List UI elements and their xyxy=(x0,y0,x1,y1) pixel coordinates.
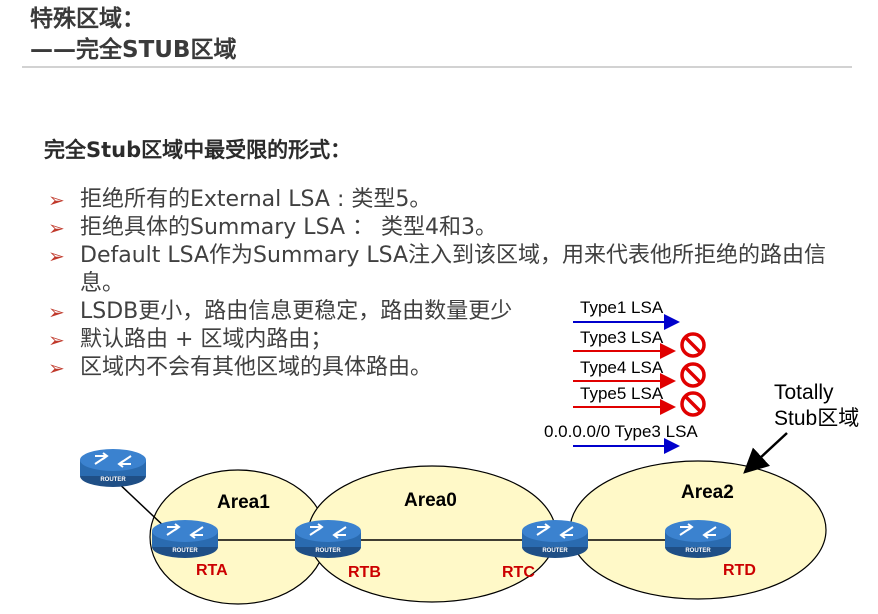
totally-stub-label: Totally Stub区域 xyxy=(774,380,859,432)
bullet-item: ➢ 拒绝所有的External LSA : 类型5。 xyxy=(48,186,828,214)
router-icon: ROUTER xyxy=(80,449,146,487)
lsa-label-type5: Type5 LSA xyxy=(580,384,664,403)
area1-label: Area1 xyxy=(217,492,270,513)
bullet-text: 拒绝所有的External LSA : 类型5。 xyxy=(80,187,432,212)
bullet-arrow-icon: ➢ xyxy=(48,300,65,324)
stub-pointer-arrow xyxy=(743,432,788,474)
bullet-text: LSDB更小，路由信息更稳定，路由数量更少 xyxy=(80,299,513,324)
area0-label: Area0 xyxy=(404,490,457,511)
bullet-arrow-icon: ➢ xyxy=(48,328,65,352)
prohibited-icon xyxy=(680,391,706,417)
router-icon-text: ROUTER xyxy=(542,548,568,554)
bullet-arrow-icon: ➢ xyxy=(48,188,65,212)
section-heading: 完全Stub区域中最受限的形式： xyxy=(44,138,352,162)
title-line-1: 特殊区域： xyxy=(30,6,145,32)
router-icon: ROUTER xyxy=(665,520,731,558)
router-label-rtc: RTC xyxy=(502,564,535,581)
area2-label: Area2 xyxy=(681,482,734,503)
slide-title: 特殊区域： ——完全STUB区域 xyxy=(30,4,236,66)
lsa-label-type3: Type3 LSA xyxy=(580,328,664,347)
router-icon: ROUTER xyxy=(295,520,361,558)
lsa-label-type1: Type1 LSA xyxy=(580,298,664,317)
link-top-rta xyxy=(112,477,169,531)
router-label-rtd: RTD xyxy=(723,562,756,579)
bullet-item: ➢ 默认路由 + 区域内路由； xyxy=(48,326,828,354)
router-icon-text: ROUTER xyxy=(685,548,711,554)
router-label-rta: RTA xyxy=(196,562,228,579)
bullet-text: 默认路由 + 区域内路由； xyxy=(80,327,333,352)
title-divider xyxy=(22,66,852,68)
router-icon-text: ROUTER xyxy=(315,548,341,554)
bullet-item: ➢ Default LSA作为Summary LSA注入到该区域，用来代表他所拒绝… xyxy=(48,242,828,298)
prohibited-icon xyxy=(680,362,706,388)
router-icon: ROUTER xyxy=(152,520,218,558)
router-label-rtb: RTB xyxy=(348,564,381,581)
title-line-2: ——完全STUB区域 xyxy=(30,37,237,63)
stub-label-line-1: Totally xyxy=(774,381,834,404)
bullet-item: ➢ 拒绝具体的Summary LSA ： 类型4和3。 xyxy=(48,214,828,242)
prohibited-icon xyxy=(680,332,706,358)
bullet-text: Default LSA作为Summary LSA注入到该区域，用来代表他所拒绝的… xyxy=(80,243,827,296)
bullet-arrow-icon: ➢ xyxy=(48,356,65,380)
bullet-item: ➢ LSDB更小，路由信息更稳定，路由数量更少 xyxy=(48,298,828,326)
bullet-text: 区域内不会有其他区域的具体路由。 xyxy=(80,355,433,380)
lsa-label-default: 0.0.0.0/0 Type3 LSA xyxy=(544,422,698,441)
bullet-list: ➢ 拒绝所有的External LSA : 类型5。 ➢ 拒绝具体的Summary … xyxy=(48,186,828,382)
bullet-text: 拒绝具体的Summary LSA ： 类型4和3。 xyxy=(80,215,497,240)
router-icon-text: ROUTER xyxy=(100,477,126,483)
bullet-arrow-icon: ➢ xyxy=(48,216,65,240)
bullet-item: ➢ 区域内不会有其他区域的具体路由。 xyxy=(48,354,828,382)
router-icon: ROUTER xyxy=(522,520,588,558)
bullet-arrow-icon: ➢ xyxy=(48,244,65,268)
stub-label-line-2: Stub区域 xyxy=(774,407,860,430)
lsa-label-type4: Type4 LSA xyxy=(580,358,664,377)
router-icon-text: ROUTER xyxy=(172,548,198,554)
